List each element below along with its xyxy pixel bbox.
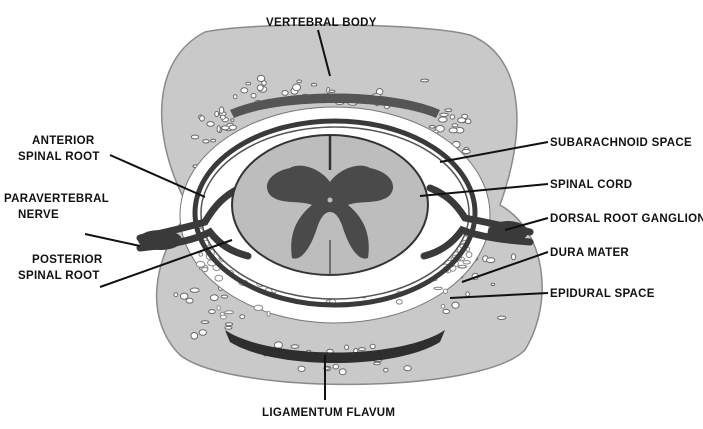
label-dura-mater: DURA MATER [550,247,629,259]
label-spinal-cord: SPINAL CORD [550,179,632,191]
label-dorsal-root-ganglion: DORSAL ROOT GANGLION [550,213,703,225]
label-paravertebral-nerve-line1: PARAVERTEBRAL [4,193,109,205]
label-paravertebral-nerve-line2: NERVE [18,209,59,221]
label-posterior-spinal-root-line1: POSTERIOR [32,254,103,266]
label-vertebral-body: VERTEBRAL BODY [266,17,377,29]
label-epidural-space: EPIDURAL SPACE [550,288,655,300]
label-anterior-spinal-root-line1: ANTERIOR [32,135,95,147]
spinal-cord [232,135,428,275]
label-anterior-spinal-root-line2: SPINAL ROOT [18,151,100,163]
label-ligamentum-flavum: LIGAMENTUM FLAVUM [262,407,395,419]
label-subarachnoid-space: SUBARACHNOID SPACE [550,137,692,149]
label-posterior-spinal-root-line2: SPINAL ROOT [18,270,100,282]
